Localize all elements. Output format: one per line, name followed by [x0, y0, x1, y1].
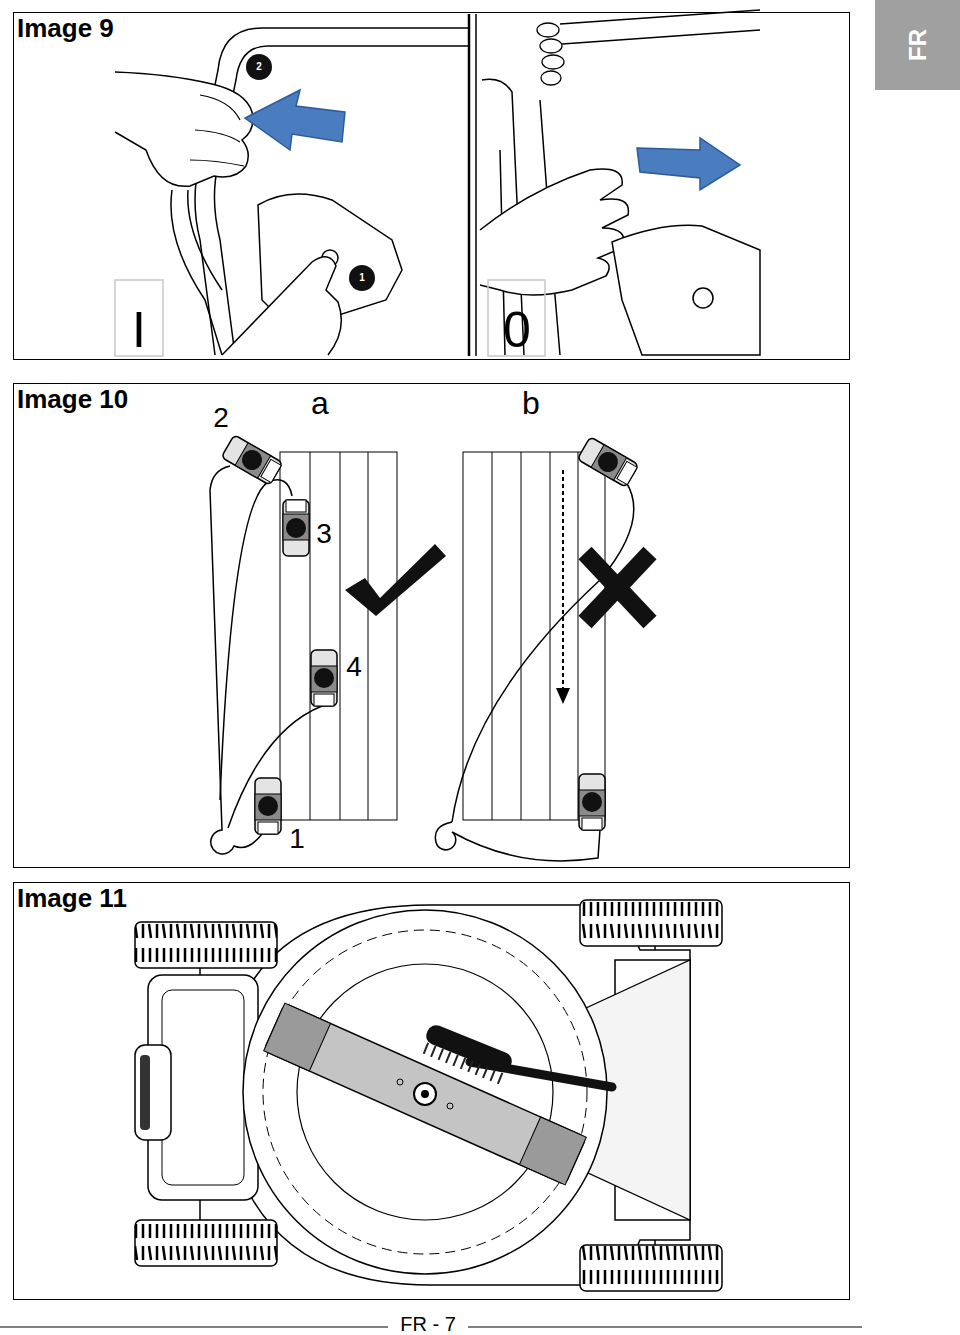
handle-frame — [171, 28, 470, 355]
footer-rule — [0, 1327, 388, 1328]
brush-head — [419, 1022, 514, 1085]
wheel — [135, 922, 277, 968]
finger — [542, 55, 564, 69]
arrow-left — [245, 90, 345, 150]
switch-symbol: I — [130, 304, 148, 356]
arrow-head — [556, 688, 570, 704]
blade-hole — [447, 1103, 453, 1109]
grip — [135, 1045, 171, 1140]
divider — [475, 14, 477, 356]
lawn-b — [463, 452, 605, 820]
power-cords — [210, 466, 634, 861]
callout-number: 2 — [254, 61, 264, 73]
divider — [468, 14, 471, 356]
cord — [435, 822, 600, 861]
step-number: 3 — [314, 519, 334, 549]
cross-mark — [585, 553, 650, 622]
grip-button — [140, 1055, 150, 1130]
figure-panel: Image 10 — [13, 383, 850, 868]
bristles — [424, 1043, 503, 1084]
figure-title: Image 10 — [15, 384, 130, 414]
step-number: 1 — [287, 824, 307, 854]
blade-hub — [414, 1083, 436, 1105]
finger — [537, 23, 559, 37]
motor-housing — [297, 964, 553, 1220]
releasing-hand — [480, 169, 628, 295]
callout-circle — [246, 54, 272, 80]
cord — [220, 480, 292, 800]
gripping-hand — [537, 23, 564, 85]
language-tab: FR — [875, 0, 960, 90]
cord — [452, 482, 634, 822]
lawn-area — [463, 452, 605, 820]
handle-tube — [195, 28, 470, 355]
step-number: 2 — [211, 403, 231, 433]
handle-tube — [188, 190, 222, 290]
switch-box — [115, 280, 163, 356]
lawn-area — [280, 452, 397, 820]
direction-arrow — [562, 470, 564, 690]
lawn-a — [280, 452, 397, 820]
lawn-strip — [340, 452, 341, 820]
finger — [541, 71, 561, 85]
handle-tube — [214, 46, 470, 355]
cord — [210, 466, 262, 854]
figure-panel: Image 11 — [13, 882, 850, 1300]
cross-stroke — [585, 553, 650, 622]
pointing-hand — [222, 257, 341, 355]
lawn-strip — [550, 452, 551, 820]
callout-circle — [349, 265, 375, 291]
wheel — [580, 900, 722, 946]
handle-mount — [162, 990, 244, 1185]
blade — [264, 1003, 587, 1185]
mower-icon — [577, 437, 638, 488]
mower-top-view — [135, 900, 722, 1291]
figure-title: Image 11 — [15, 883, 129, 913]
mower-icon — [311, 650, 337, 706]
blade-tip — [264, 1003, 331, 1071]
lawn-strip — [578, 452, 579, 820]
mower-icon — [255, 778, 281, 834]
hand — [115, 72, 253, 186]
lawn-strip — [521, 452, 522, 820]
tab-label: FR — [904, 29, 932, 61]
variant-letter: b — [520, 386, 542, 420]
callout-number: 1 — [357, 272, 367, 284]
switch-box — [488, 280, 545, 356]
blade-tip — [519, 1117, 586, 1185]
variant-letter: a — [309, 386, 331, 420]
handle-tube — [562, 30, 760, 44]
switch-symbol: 0 — [501, 304, 533, 356]
handle-tube — [171, 190, 222, 355]
lock-button — [693, 288, 713, 308]
wheel — [135, 1220, 277, 1266]
blade-group — [264, 1003, 587, 1185]
page-number: FR - 7 — [398, 1313, 458, 1335]
finger — [540, 39, 562, 53]
lever-plate — [612, 225, 760, 355]
mower-icon — [283, 500, 309, 556]
deck-rim — [263, 930, 587, 1254]
deck — [243, 910, 607, 1274]
cross-stroke — [585, 553, 650, 622]
lawn-strip — [492, 452, 493, 820]
mower-icon — [221, 435, 282, 486]
step-number: 4 — [344, 652, 364, 682]
brush-back — [424, 1022, 515, 1074]
finger-lines — [190, 95, 244, 166]
figure-title: Image 9 — [15, 13, 116, 43]
lawn-strip — [368, 452, 369, 820]
arrow-right — [637, 138, 740, 190]
mower-icon — [579, 774, 605, 830]
blade-bolt — [421, 1090, 429, 1098]
wheel — [580, 1245, 722, 1291]
footer-rule — [468, 1327, 862, 1328]
blade-hole — [397, 1079, 403, 1085]
check-mark — [345, 544, 446, 616]
